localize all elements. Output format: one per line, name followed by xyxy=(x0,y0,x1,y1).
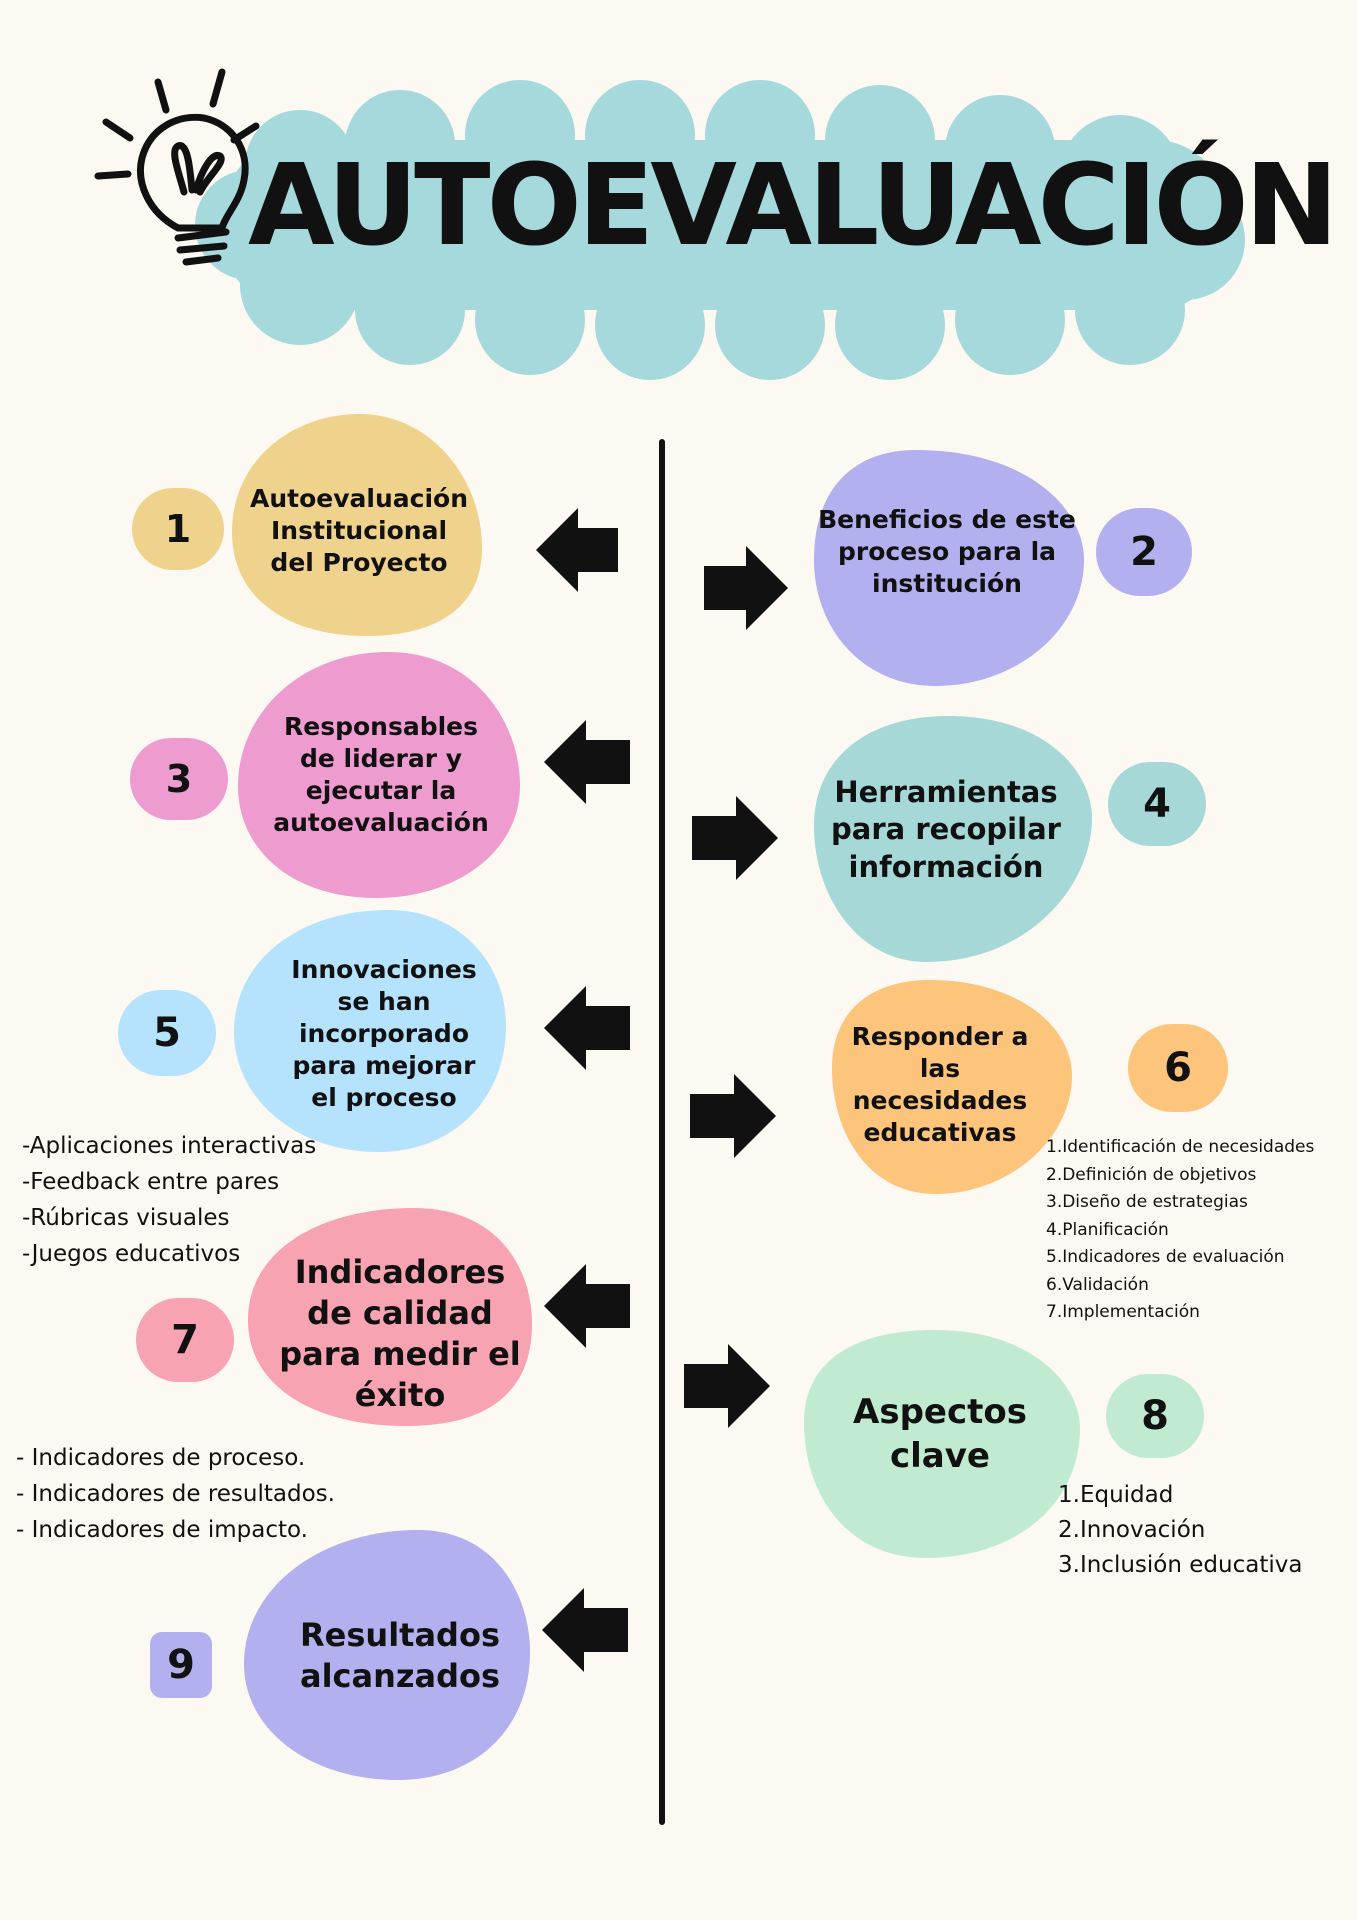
node-8-label: Aspectos clave xyxy=(853,1392,1027,1476)
arrow-right-icon xyxy=(692,796,778,880)
number-badge-5 xyxy=(118,990,216,1076)
arrow-left-icon xyxy=(544,986,630,1070)
arrow-left-icon xyxy=(544,720,630,804)
node-9-label: Resultados alcanzados xyxy=(299,1616,501,1695)
list-item: 5.Indicadores de evaluación xyxy=(1046,1247,1285,1267)
blob-7 xyxy=(248,1208,532,1426)
blob-4 xyxy=(814,716,1092,962)
needs-steps-list: 1.Identificación de necesidades 2.Defini… xyxy=(1046,1134,1314,1327)
list-item: 3.Diseño de estrategias xyxy=(1046,1192,1248,1212)
list-item: 7.Implementación xyxy=(1046,1302,1200,1322)
arrow-right-icon xyxy=(684,1344,770,1428)
list-item: -Feedback entre pares xyxy=(22,1169,280,1195)
title-cloud xyxy=(195,80,1245,380)
key-aspects-list: 1.Equidad 2.Innovación 3.Inclusión educa… xyxy=(1058,1478,1302,1583)
arrow-right-icon xyxy=(704,546,788,630)
blob-5 xyxy=(234,910,506,1152)
list-item: 6.Validación xyxy=(1046,1274,1149,1295)
node-3-label: Responsables de liderar y ejecutar la au… xyxy=(273,712,489,837)
page-title: AUTOEVALUACIÓN xyxy=(248,141,1338,271)
node-2-number: 2 xyxy=(1130,529,1158,575)
blob-6 xyxy=(832,980,1072,1194)
list-item: -Juegos educativos xyxy=(22,1241,241,1267)
list-item: 1.Equidad xyxy=(1058,1482,1174,1508)
node-8-number: 8 xyxy=(1141,1393,1169,1439)
innovations-list: -Aplicaciones interactivas -Feedback ent… xyxy=(22,1128,316,1272)
arrow-left-icon xyxy=(544,1264,630,1348)
node-4-label: Herramientas para recopilar información xyxy=(831,775,1061,884)
node-5-label: Innovaciones se han incorporado para mej… xyxy=(291,955,477,1112)
lightbulb-icon xyxy=(94,68,260,266)
list-item: - Indicadores de impacto. xyxy=(16,1517,308,1543)
number-badge-2 xyxy=(1096,508,1192,596)
number-badge-6 xyxy=(1128,1024,1228,1112)
number-badge-4 xyxy=(1108,762,1206,846)
number-badge-1 xyxy=(132,488,224,570)
list-item: 3.Inclusión educativa xyxy=(1058,1552,1303,1578)
node-7-label: Indicadores de calidad para medir el éxi… xyxy=(279,1253,521,1414)
node-2-label: Beneficios de este proceso para la insti… xyxy=(818,505,1076,598)
list-item: -Rúbricas visuales xyxy=(22,1205,230,1231)
list-item: 2.Definición de objetivos xyxy=(1046,1164,1257,1185)
blob-9 xyxy=(244,1530,530,1780)
node-4-number: 4 xyxy=(1143,781,1171,827)
node-9-number: 9 xyxy=(167,1642,195,1688)
node-1-number: 1 xyxy=(164,507,192,551)
arrow-left-icon xyxy=(542,1588,628,1672)
list-item: 1.Identificación de necesidades xyxy=(1046,1137,1315,1157)
node-3-number: 3 xyxy=(165,757,193,801)
blob-3 xyxy=(238,652,520,898)
number-badge-8 xyxy=(1106,1374,1204,1458)
blob-8 xyxy=(804,1330,1080,1558)
list-item: - Indicadores de resultados. xyxy=(16,1481,335,1507)
blob-2 xyxy=(814,450,1084,686)
list-item: - Indicadores de proceso. xyxy=(16,1445,306,1471)
number-badge-9 xyxy=(150,1632,212,1698)
list-item: 2.Innovación xyxy=(1058,1517,1206,1543)
arrow-left-icon xyxy=(536,508,618,592)
node-7-number: 7 xyxy=(171,1317,199,1363)
arrow-right-icon xyxy=(690,1074,776,1158)
number-badge-3 xyxy=(130,738,228,820)
list-item: 4.Planificación xyxy=(1046,1219,1169,1240)
list-item: -Aplicaciones interactivas xyxy=(22,1133,317,1159)
indicators-list: - Indicadores de proceso. - Indicadores … xyxy=(16,1440,335,1548)
number-badge-7 xyxy=(136,1298,234,1382)
blob-1 xyxy=(232,414,482,636)
node-5-number: 5 xyxy=(153,1010,181,1056)
node-6-label: Responder a las necesidades educativas xyxy=(851,1022,1029,1147)
node-6-number: 6 xyxy=(1164,1045,1192,1091)
node-1-label: Autoevaluación Institucional del Proyect… xyxy=(250,484,468,577)
